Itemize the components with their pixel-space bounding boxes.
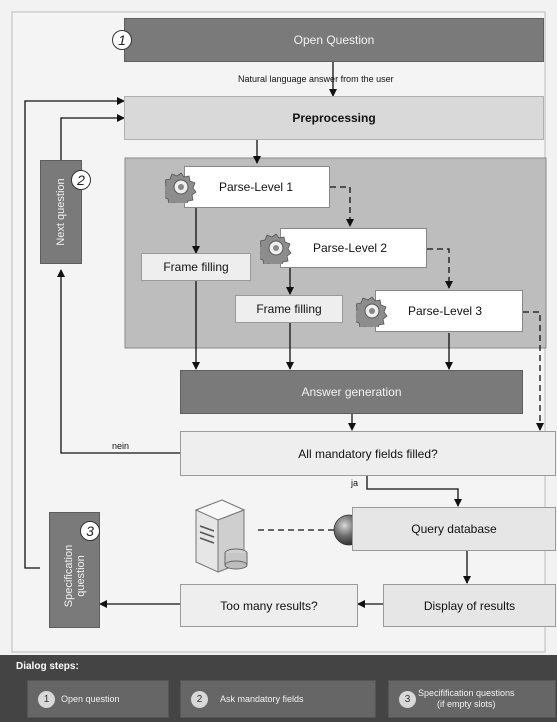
edge-mandatory-to-query <box>366 476 462 507</box>
edge-spec-to-preprocessing <box>24 97 125 569</box>
query-database-node: Query database <box>352 507 556 551</box>
preprocessing-node: Preprocessing <box>124 96 544 140</box>
mandatory-fields-node: All mandatory fields filled? <box>180 431 556 476</box>
step-1-label: Open question <box>61 693 120 704</box>
too-many-results-label: Too many results? <box>220 598 318 613</box>
frame-filling-2-node: Frame filling <box>235 295 343 323</box>
display-results-node: Display of results <box>383 584 556 627</box>
frame-filling-1-label: Frame filling <box>163 260 229 274</box>
server-icon <box>194 499 248 573</box>
step-1-badge: 1 <box>38 690 55 708</box>
step-2-label: Ask mandatory fields <box>220 693 304 704</box>
parse-level-2-label: Parse-Level 2 <box>313 241 388 255</box>
specification-question-label: Specification question <box>63 544 87 608</box>
answer-generation-label: Answer generation <box>301 385 402 399</box>
step-specification-questions: 3 Specifification questions (if empty sl… <box>388 680 556 718</box>
open-question-label: Open Question <box>293 33 375 47</box>
open-question-node: Open Question <box>124 18 544 62</box>
badge-1: 1 <box>112 30 132 50</box>
gear-icon <box>165 172 197 203</box>
display-results-label: Display of results <box>423 598 516 613</box>
preprocessing-label: Preprocessing <box>292 111 376 125</box>
step-3-label-line1: Specifification questions <box>418 688 515 698</box>
footer-title: Dialog steps: <box>16 661 79 672</box>
edge-label-natural-language: Natural language answer from the user <box>238 74 394 84</box>
gear-icon <box>356 296 388 327</box>
edge-parse2-to-parse3-dashed <box>427 248 453 289</box>
edge-label-ja: ja <box>351 478 359 488</box>
step-3-badge: 3 <box>399 690 416 708</box>
step-3-label-line2: (if empty slots) <box>437 699 496 709</box>
frame-filling-1-node: Frame filling <box>141 253 251 281</box>
step-ask-mandatory-fields: 2 Ask mandatory fields <box>180 680 376 718</box>
badge-2: 2 <box>71 170 91 190</box>
next-question-label: Next question <box>55 178 67 246</box>
edge-nein-to-next <box>57 269 180 454</box>
too-many-results-node: Too many results? <box>180 584 358 627</box>
parse-level-2-node: Parse-Level 2 <box>280 228 427 268</box>
step-3-label: Specifification questions (if empty slot… <box>418 688 515 710</box>
edge-next-to-preprocessing <box>60 114 125 160</box>
gear-icon <box>260 233 292 264</box>
mandatory-fields-label: All mandatory fields filled? <box>298 446 438 461</box>
step-open-question: 1 Open question <box>27 680 169 718</box>
answer-generation-node: Answer generation <box>180 370 523 414</box>
dialog-steps-footer: Dialog steps: 1 Open question 2 Ask mand… <box>0 655 557 722</box>
edge-parse1-to-parse2-dashed <box>330 186 354 227</box>
badge-3: 3 <box>80 521 100 541</box>
parse-level-3-node: Parse-Level 3 <box>375 290 523 332</box>
query-database-label: Query database <box>411 522 497 536</box>
parse-level-1-label: Parse-Level 1 <box>219 180 294 194</box>
specification-question-node <box>49 512 100 628</box>
edge-label-nein: nein <box>112 441 130 451</box>
parse-level-3-label: Parse-Level 3 <box>408 304 483 318</box>
edge-parse3-to-mandatory-dashed <box>523 311 544 431</box>
frame-filling-2-label: Frame filling <box>256 302 322 316</box>
step-2-badge: 2 <box>191 690 208 708</box>
parse-level-1-node: Parse-Level 1 <box>184 166 330 208</box>
